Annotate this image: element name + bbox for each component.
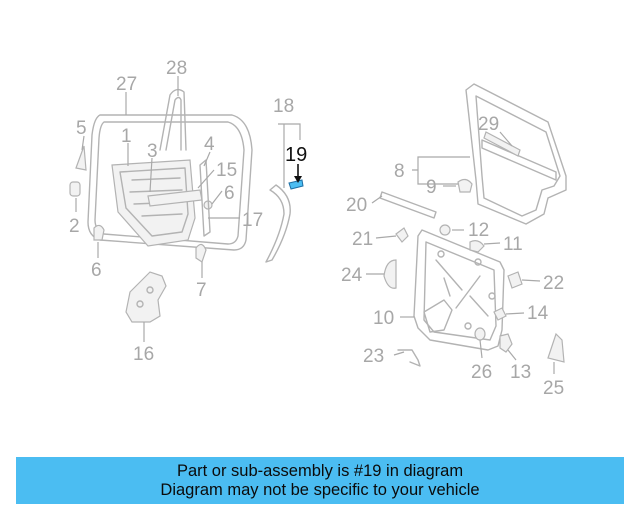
callout-4: 4 [204,134,215,155]
callout-29: 29 [478,114,499,135]
callout-28: 28 [166,58,187,79]
callout-26: 26 [471,362,492,383]
callout-2: 2 [69,216,80,237]
callout-16: 16 [133,344,154,365]
callout-14: 14 [527,303,549,324]
callout-12: 12 [468,220,489,241]
banner-line-2: Diagram may not be specific to your vehi… [160,480,480,499]
callout-11: 11 [503,234,523,255]
callout-6b: 6 [91,260,102,281]
parts-diagram: 27 28 5 1 3 4 15 6 17 2 6 7 16 18 19 29 … [69,58,567,399]
callout-17: 17 [242,210,263,231]
callout-19: 19 [285,144,307,166]
callout-3: 3 [147,141,158,162]
callout-23: 23 [363,346,384,367]
callout-labels: 27 28 5 1 3 4 15 6 17 2 6 7 16 18 19 29 … [69,58,564,399]
callout-8: 8 [394,161,405,182]
callout-18: 18 [273,96,294,117]
callout-1: 1 [121,126,132,147]
callout-20: 20 [346,195,367,216]
info-banner: Part or sub-assembly is #19 in diagram D… [16,457,624,504]
callout-27: 27 [116,74,137,95]
callout-10: 10 [373,308,394,329]
door-seal-assembly [69,88,291,323]
door-shell-assembly [379,83,567,367]
callout-21: 21 [352,229,373,250]
callout-24: 24 [341,265,363,286]
leader-lines [75,76,555,374]
callout-15: 15 [216,160,237,181]
callout-25: 25 [543,378,564,399]
callout-22: 22 [543,273,564,294]
banner-line-1: Part or sub-assembly is #19 in diagram [176,461,464,480]
callout-13: 13 [510,362,531,383]
callout-9: 9 [426,177,437,198]
callout-6a: 6 [224,183,235,204]
callout-7: 7 [196,280,207,301]
part-19-highlight[interactable] [288,179,304,190]
callout-5: 5 [76,118,87,139]
